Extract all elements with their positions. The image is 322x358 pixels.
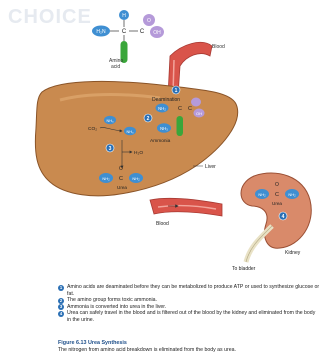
legend-item: 3 Ammonia is converted into urea in the …	[58, 304, 320, 311]
co2-label: CO₂	[88, 126, 97, 132]
svg-text:4: 4	[282, 214, 285, 220]
legend-text: The amino group forms toxic ammonia.	[67, 297, 157, 303]
svg-text:NH₂: NH₂	[132, 176, 140, 181]
legend-text: Amino acids are deaminated before they c…	[67, 284, 319, 297]
kidney-label: Kidney	[285, 250, 301, 256]
svg-text:C: C	[275, 192, 279, 198]
svg-text:O: O	[119, 166, 123, 172]
svg-text:NH₂: NH₂	[288, 192, 296, 197]
step-number-icon: 3	[58, 304, 64, 310]
legend-item: 2 The amino group forms toxic ammonia.	[58, 297, 320, 304]
legend-item: 4 Urea can safely travel in the blood an…	[58, 310, 320, 323]
svg-text:NH₃: NH₃	[106, 119, 113, 123]
legend-item: 1 Amino acids are deaminated before they…	[58, 284, 320, 297]
liver-label: Liver	[205, 164, 216, 170]
svg-text:O: O	[275, 182, 279, 188]
amino-acid-molecule: H H₂N C C O OH	[92, 10, 164, 63]
step-badge-2: 2	[144, 114, 152, 122]
blood-label-bottom: Blood	[156, 221, 169, 227]
figure-caption: The nitrogen from amino acid breakdown i…	[58, 347, 236, 353]
svg-text:2: 2	[147, 116, 150, 122]
svg-text:C: C	[119, 176, 123, 182]
svg-text:NH₂: NH₂	[102, 176, 110, 181]
hydroxyl-group: OH	[153, 30, 161, 36]
oxygen-atom: O	[147, 18, 151, 24]
carboxyl-carbon: C	[140, 29, 145, 35]
step-number-icon: 2	[58, 298, 64, 304]
blood-label-top: Blood	[212, 44, 225, 50]
step-badge-3: 3	[106, 144, 114, 152]
deamination-label: Deamination	[152, 97, 180, 103]
legend-text: Ammonia is converted into urea in the li…	[67, 304, 166, 310]
legend-text: Urea can safely travel in the blood and …	[67, 310, 315, 323]
step-badge-1: 1	[172, 86, 180, 94]
ammonia-label: Ammonia	[150, 138, 171, 144]
step-number-icon: 4	[58, 311, 64, 317]
figure-title: Figure 6.13 Urea Synthesis	[58, 340, 127, 346]
water-label: H₂O	[134, 150, 143, 156]
svg-text:3: 3	[109, 146, 112, 152]
carbon-atom: C	[122, 29, 127, 35]
urea-label-liver: Urea	[117, 185, 127, 190]
hydrogen-atom: H	[122, 13, 126, 19]
step-badge-4: 4	[279, 212, 287, 220]
ammonia-molecule: NH₃	[157, 123, 171, 133]
svg-text:1: 1	[175, 88, 178, 94]
svg-text:NH₂: NH₂	[258, 192, 266, 197]
step-legend: 1 Amino acids are deaminated before they…	[58, 284, 320, 324]
step-number-icon: 1	[58, 285, 64, 291]
svg-text:NH₃: NH₃	[126, 130, 133, 134]
urea-label-kidney: Urea	[272, 201, 282, 206]
svg-text:OH: OH	[196, 111, 202, 116]
svg-text:C: C	[178, 106, 182, 112]
svg-text:NH₃: NH₃	[160, 126, 168, 131]
amine-group: H₂N	[96, 29, 106, 35]
svg-text:NH₂: NH₂	[158, 106, 166, 111]
svg-text:C: C	[188, 106, 192, 112]
blood-vessel-bottom	[150, 198, 222, 216]
to-bladder-label: To bladder	[232, 266, 256, 272]
